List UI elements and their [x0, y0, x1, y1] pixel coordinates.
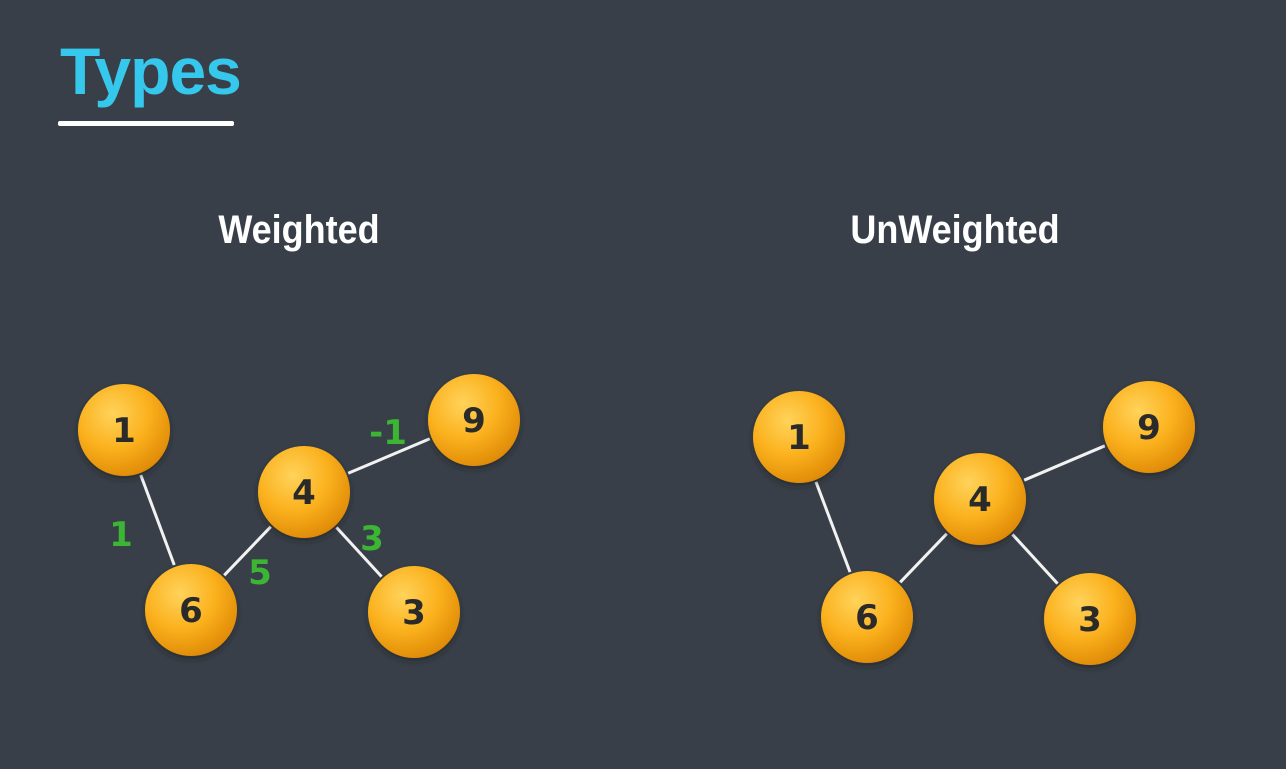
weighted-node-4: 4 [258, 446, 350, 538]
unweighted-node-4: 4 [934, 453, 1026, 545]
weighted-edge-6-4 [223, 525, 272, 577]
weighted-edge-1-6 [139, 474, 176, 566]
unweighted-node-circle-9 [1103, 381, 1195, 473]
unweighted-node-circle-6 [821, 571, 913, 663]
weighted-edge-weight-4-3: 3 [360, 519, 384, 559]
weighted-edge-weight-4-9: -1 [369, 413, 407, 453]
unweighted-edge-6-4 [899, 532, 948, 584]
weighted-node-circle-1 [78, 384, 170, 476]
unweighted-node-circle-4 [934, 453, 1026, 545]
weighted-edge-4-3 [335, 526, 383, 578]
weighted-node-circle-9 [428, 374, 520, 466]
weighted-node-1: 1 [78, 384, 170, 476]
weighted-node-label-9: 9 [462, 401, 486, 441]
unweighted-node-circle-3 [1044, 573, 1136, 665]
weighted-node-circle-6 [145, 564, 237, 656]
unweighted-node-9: 9 [1103, 381, 1195, 473]
unweighted-node-3: 3 [1044, 573, 1136, 665]
title-underline [58, 121, 234, 126]
unweighted-node-1: 1 [753, 391, 845, 483]
weighted-edge-weight-6-4: 5 [248, 553, 272, 593]
weighted-edge-4-9 [347, 437, 431, 475]
weighted-node-circle-4 [258, 446, 350, 538]
unweighted-node-label-6: 6 [855, 598, 879, 638]
unweighted-edge-1-6 [814, 481, 852, 573]
weighted-node-label-1: 1 [112, 411, 136, 451]
weighted-edge-weight-1-6: 1 [109, 515, 133, 555]
weighted-node-circle-3 [368, 566, 460, 658]
weighted-node-label-3: 3 [402, 593, 426, 633]
unweighted-edge-4-9 [1023, 444, 1106, 482]
weighted-node-label-4: 4 [292, 473, 316, 513]
unweighted-node-label-3: 3 [1078, 600, 1102, 640]
weighted-node-9: 9 [428, 374, 520, 466]
unweighted-node-label-4: 4 [968, 480, 992, 520]
weighted-node-label-6: 6 [179, 591, 203, 631]
unweighted-node-circle-1 [753, 391, 845, 483]
weighted-heading: Weighted [218, 208, 380, 252]
unweighted-node-label-9: 9 [1137, 408, 1161, 448]
unweighted-heading: UnWeighted [850, 208, 1060, 252]
unweighted-node-label-1: 1 [787, 418, 811, 458]
weighted-node-3: 3 [368, 566, 460, 658]
unweighted-edge-4-3 [1011, 533, 1059, 585]
slide-title: Types [60, 34, 242, 108]
weighted-node-6: 6 [145, 564, 237, 656]
unweighted-node-6: 6 [821, 571, 913, 663]
